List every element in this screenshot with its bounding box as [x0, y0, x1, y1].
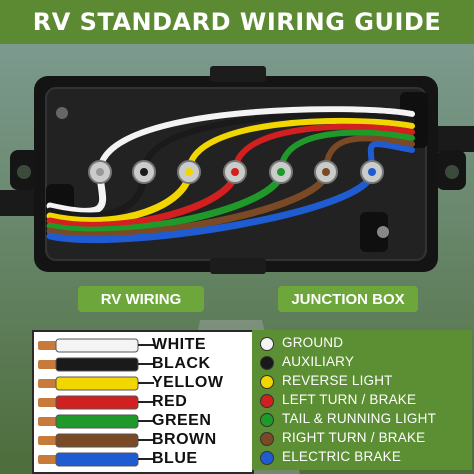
terminal-marker-yellow [185, 168, 193, 176]
wire-swatch [38, 395, 154, 410]
wire-out-red [232, 123, 415, 175]
wire-out-white [97, 106, 415, 175]
wire-color-name: WHITE [152, 336, 207, 353]
wire-function-label: REVERSE LIGHT [282, 373, 393, 388]
wire-color-name: YELLOW [152, 374, 224, 391]
legend-wire-row: RED [34, 393, 252, 411]
wire-color-legend: WHITE BLACK YELLOW RED GREEN BROWN [32, 330, 254, 474]
color-dot-icon [260, 356, 274, 370]
wire-function-label: GROUND [282, 335, 344, 350]
right-cable [434, 126, 474, 152]
legend-function-row: TAIL & RUNNING LIGHT [252, 410, 472, 428]
page-title: RV STANDARD WIRING GUIDE [32, 8, 442, 36]
wire-function-label: LEFT TURN / BRAKE [282, 392, 417, 407]
legend-wire-row: YELLOW [34, 374, 252, 392]
terminal-marker-brown [322, 168, 330, 176]
terminal-marker-white [96, 168, 104, 176]
strain-relief-bottom [360, 212, 388, 252]
wire-in-red [46, 168, 239, 229]
wire-color-name: BLACK [152, 355, 211, 372]
legend-function-row: GROUND [252, 334, 472, 352]
terminal-marker-red [231, 168, 239, 176]
header-banner: RV STANDARD WIRING GUIDE [0, 0, 474, 44]
screw-bottom-right [377, 226, 389, 238]
legend-function-row: ELECTRIC BRAKE [252, 448, 472, 466]
wire-out-yellow [186, 117, 415, 175]
legend-wire-row: WHITE [34, 336, 252, 354]
mount-hole-right [445, 165, 459, 179]
rv-wiring-label-text: RV WIRING [100, 290, 182, 308]
color-dot-icon [260, 375, 274, 389]
wire-function-label: TAIL & RUNNING LIGHT [282, 411, 437, 426]
terminal-marker-green [277, 168, 285, 176]
wire-in-green [46, 168, 285, 234]
wire-function-label: AUXILIARY [282, 354, 355, 369]
legend-function-row: REVERSE LIGHT [252, 372, 472, 390]
legend-wire-row: BLUE [34, 450, 252, 468]
wire-out-black [141, 112, 415, 175]
terminal-marker-black [140, 168, 148, 176]
top-clip [210, 66, 266, 82]
wire-in-blue [46, 168, 376, 244]
rv-wiring-label: RV WIRING [78, 286, 204, 312]
wire-function-legend: GROUND AUXILIARY REVERSE LIGHT LEFT TURN / … [252, 330, 472, 470]
legend-wire-row: BLACK [34, 355, 252, 373]
legend-function-row: AUXILIARY [252, 353, 472, 371]
wire-function-label: ELECTRIC BRAKE [282, 449, 402, 464]
screw-top-left [56, 107, 68, 119]
wire-swatch [38, 433, 154, 448]
color-dot-icon [260, 432, 274, 446]
mount-hole-left [17, 165, 31, 179]
wire-swatch [38, 376, 154, 391]
legend-wire-row: BROWN [34, 431, 252, 449]
junction-box-label: JUNCTION BOX [278, 286, 418, 312]
legend-wire-row: GREEN [34, 412, 252, 430]
wire-swatch [38, 452, 154, 467]
wire-out-green [278, 129, 415, 175]
wire-swatch [38, 357, 154, 372]
wire-swatch [38, 414, 154, 429]
wire-swatch [38, 338, 154, 353]
color-dot-icon [260, 451, 274, 465]
color-dot-icon [260, 394, 274, 408]
wire-function-label: RIGHT TURN / BRAKE [282, 430, 426, 445]
left-cable [0, 190, 40, 216]
legend-function-row: RIGHT TURN / BRAKE [252, 429, 472, 447]
legend-function-row: LEFT TURN / BRAKE [252, 391, 472, 409]
color-dot-icon [260, 337, 274, 351]
color-dot-icon [260, 413, 274, 427]
wire-color-name: GREEN [152, 412, 212, 429]
wire-in-brown [46, 168, 330, 239]
terminal-marker-blue [368, 168, 376, 176]
wire-color-name: BROWN [152, 431, 217, 448]
wire-color-name: RED [152, 393, 188, 410]
junction-box-label-text: JUNCTION BOX [291, 290, 405, 308]
bottom-clip [210, 258, 266, 274]
wire-color-name: BLUE [152, 450, 198, 467]
